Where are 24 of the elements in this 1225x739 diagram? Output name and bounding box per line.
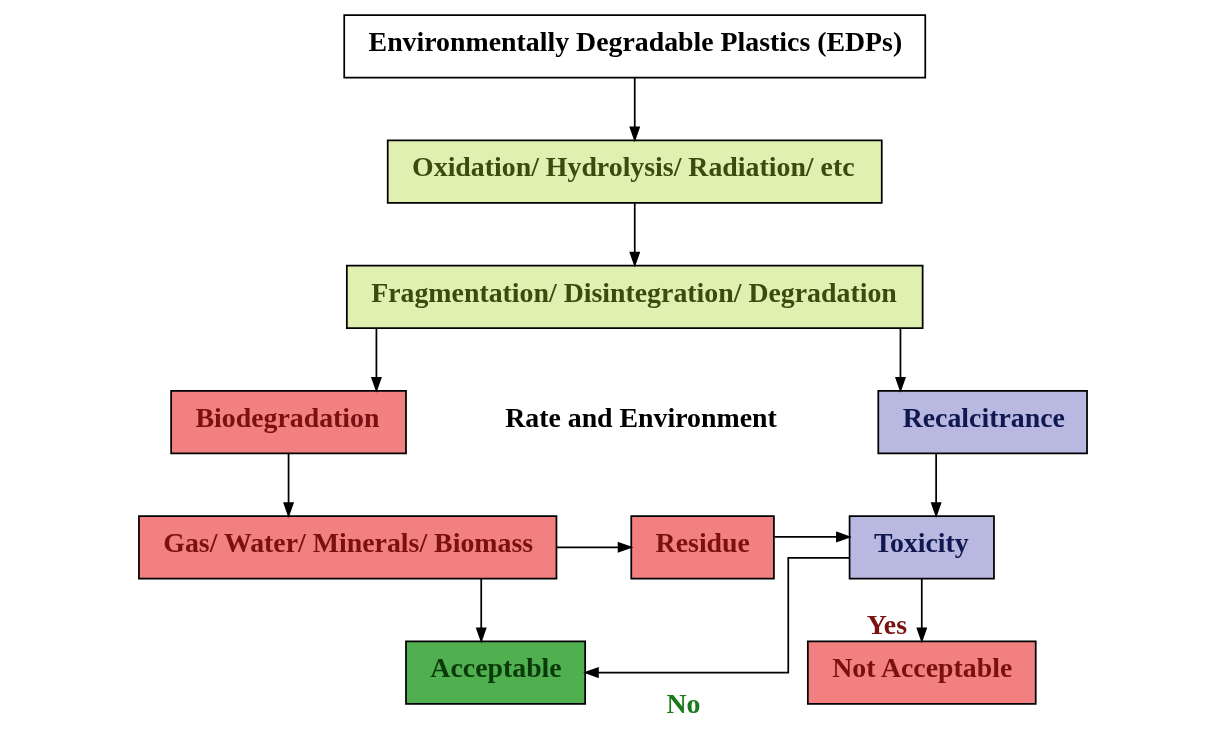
node-box: Fragmentation/ Disintegration/ Degradation bbox=[345, 264, 923, 330]
arrow bbox=[930, 452, 942, 518]
arrow bbox=[773, 531, 852, 543]
arrow bbox=[370, 327, 382, 393]
edge-label: No bbox=[665, 688, 700, 720]
arrow bbox=[894, 327, 906, 393]
node-box: Oxidation/ Hydrolysis/ Radiation/ etc bbox=[386, 139, 883, 204]
node-box: Biodegradation bbox=[169, 389, 407, 455]
node-box: Acceptable bbox=[404, 640, 586, 705]
arrow bbox=[628, 77, 640, 143]
arrow bbox=[582, 556, 850, 679]
node-box: Toxicity bbox=[848, 515, 995, 580]
arrow bbox=[628, 202, 640, 268]
arrow bbox=[282, 452, 294, 518]
edge-label: Yes bbox=[866, 608, 907, 640]
node-box: Residue bbox=[629, 515, 775, 580]
node-box: Environmentally Degradable Plastics (EDPs) bbox=[342, 14, 926, 79]
node-box: Recalcitrance bbox=[876, 389, 1088, 455]
node-box: Not Acceptable bbox=[806, 640, 1037, 705]
label: Rate and Environment bbox=[504, 401, 777, 433]
arrow bbox=[475, 578, 487, 644]
arrow bbox=[555, 541, 633, 553]
node-box: Gas/ Water/ Minerals/ Biomass bbox=[137, 515, 557, 580]
arrow bbox=[915, 578, 927, 644]
